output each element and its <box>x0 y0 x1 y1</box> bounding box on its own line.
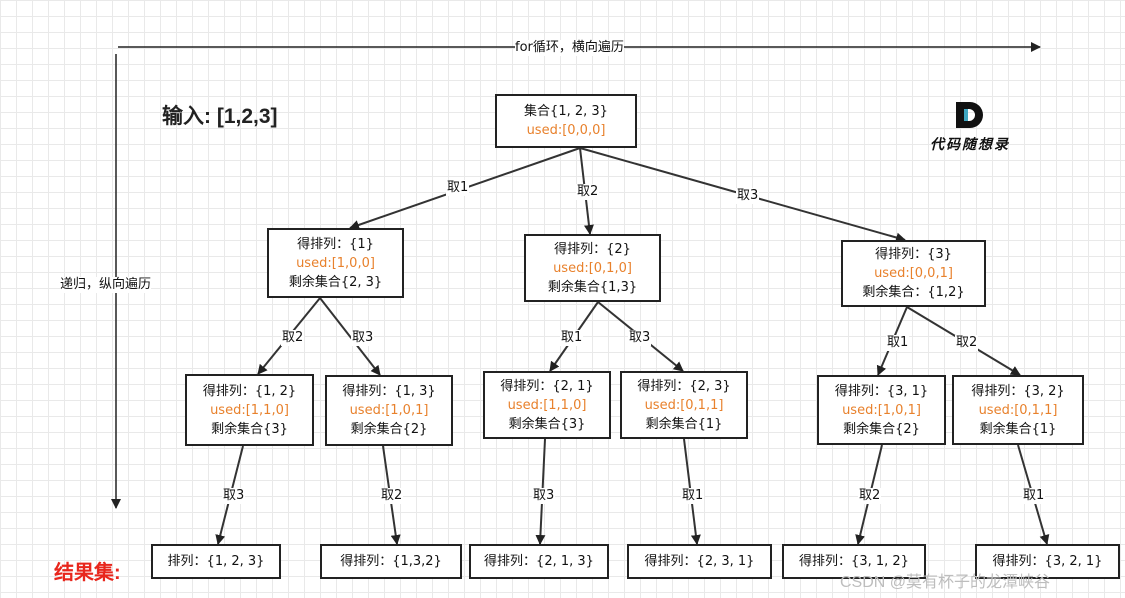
edge-label: 取1 <box>560 330 584 346</box>
edge-label: 取2 <box>576 184 600 200</box>
node-used: used:[0,1,0] <box>553 260 632 276</box>
node-permutation: 得排列：{2} <box>554 241 631 257</box>
edge-label: 取3 <box>222 488 246 504</box>
node-used: used:[0,1,1] <box>644 397 724 413</box>
node-used: used:[1,0,0] <box>296 255 375 271</box>
result-permutation: 排列：{1, 2, 3} <box>167 554 265 569</box>
level1-node-2: 得排列：{2} used:[0,1,0] 剩余集合{1,3} <box>524 234 661 302</box>
node-permutation: 得排列：{1, 3} <box>342 384 436 399</box>
level2-node-6: 得排列：{3, 2} used:[0,1,1] 剩余集合{1} <box>952 375 1084 445</box>
node-used: used:[1,1,0] <box>507 397 587 413</box>
level2-node-1: 得排列：{1, 2} used:[1,1,0] 剩余集合{3} <box>185 374 314 446</box>
result-permutation: 得排列：{2, 3, 1} <box>644 554 755 569</box>
edge-label: 取3 <box>351 330 375 346</box>
edge-label: 取3 <box>532 488 556 504</box>
node-used: used:[0,0,1] <box>874 266 953 281</box>
node-permutation: 得排列：{2, 1} <box>500 378 594 394</box>
node-used: used:[1,0,1] <box>349 403 429 418</box>
edge-label: 取1 <box>1022 488 1046 504</box>
input-label: 输入: [1,2,3] <box>162 105 278 128</box>
vertical-axis-label: 递归，纵向遍历 <box>60 277 152 293</box>
node-remaining: 剩余集合{3} <box>211 421 288 437</box>
edge-label: 取1 <box>886 335 910 351</box>
node-remaining: 剩余集合{1} <box>979 421 1057 437</box>
result-node-5: 得排列：{3, 1, 2} <box>782 544 926 579</box>
node-permutation: 得排列：{1} <box>297 236 374 252</box>
level1-node-1: 得排列：{1} used:[1,0,0] 剩余集合{2, 3} <box>267 228 404 298</box>
node-remaining: 剩余集合{2, 3} <box>288 274 383 290</box>
root-node: 集合{1, 2, 3} used:[0,0,0] <box>495 94 637 148</box>
node-used: used:[0,0,0] <box>526 123 606 138</box>
level1-node-3: 得排列：{3} used:[0,0,1] 剩余集合：{1,2} <box>841 240 986 307</box>
result-node-1: 排列：{1, 2, 3} <box>151 544 281 579</box>
node-remaining: 剩余集合{2} <box>843 421 920 437</box>
node-remaining: 剩余集合{2} <box>350 422 428 437</box>
result-node-6: 得排列：{3, 2, 1} <box>975 544 1120 579</box>
result-node-2: 得排列：{1,3,2} <box>320 544 462 579</box>
result-permutation: 得排列：{1,3,2} <box>340 554 442 569</box>
logo-d-icon <box>956 102 983 128</box>
horizontal-axis-label: for循环，横向遍历 <box>515 40 624 56</box>
result-node-3: 得排列：{2, 1, 3} <box>469 544 609 579</box>
result-permutation: 得排列：{3, 1, 2} <box>799 554 909 569</box>
node-used: used:[1,1,0] <box>210 402 289 418</box>
edge-label: 取2 <box>380 488 404 504</box>
level2-node-4: 得排列：{2, 3} used:[0,1,1] 剩余集合{1} <box>620 371 748 439</box>
watermark: CSDN @莫有杯子的龙潭峡谷 <box>840 574 1051 591</box>
node-set: 集合{1, 2, 3} <box>524 104 608 119</box>
node-permutation: 得排列：{3, 2} <box>971 383 1065 399</box>
node-permutation: 得排列：{3} <box>875 247 952 262</box>
node-remaining: 剩余集合{1} <box>645 416 723 432</box>
node-remaining: 剩余集合{1,3} <box>547 279 638 295</box>
edge-label: 取2 <box>858 488 882 504</box>
node-permutation: 得排列：{2, 3} <box>637 378 731 394</box>
edge-label: 取3 <box>628 330 652 346</box>
logo-text: 代码随想录 <box>930 137 1010 153</box>
node-remaining: 剩余集合{3} <box>508 416 586 432</box>
node-remaining: 剩余集合：{1,2} <box>862 285 965 300</box>
tree-edge <box>319 297 381 376</box>
node-permutation: 得排列：{3, 1} <box>834 383 929 399</box>
edge-label: 取3 <box>736 188 760 204</box>
result-node-4: 得排列：{2, 3, 1} <box>627 544 772 579</box>
edge-label: 取1 <box>681 488 705 504</box>
level2-node-5: 得排列：{3, 1} used:[1,0,1] 剩余集合{2} <box>817 375 946 445</box>
edge-label: 取2 <box>281 330 305 346</box>
node-used: used:[1,0,1] <box>842 402 921 418</box>
node-used: used:[0,1,1] <box>978 402 1058 418</box>
edge-label: 取1 <box>446 180 470 196</box>
result-permutation: 得排列：{3, 2, 1} <box>992 554 1103 569</box>
result-set-title: 结果集: <box>54 562 121 584</box>
level2-node-3: 得排列：{2, 1} used:[1,1,0] 剩余集合{3} <box>483 371 611 439</box>
node-permutation: 得排列：{1, 2} <box>202 383 297 399</box>
logo: 代码随想录 <box>920 98 1020 158</box>
result-permutation: 得排列：{2, 1, 3} <box>484 554 594 569</box>
edge-label: 取2 <box>955 335 979 351</box>
level2-node-2: 得排列：{1, 3} used:[1,0,1] 剩余集合{2} <box>325 375 453 446</box>
